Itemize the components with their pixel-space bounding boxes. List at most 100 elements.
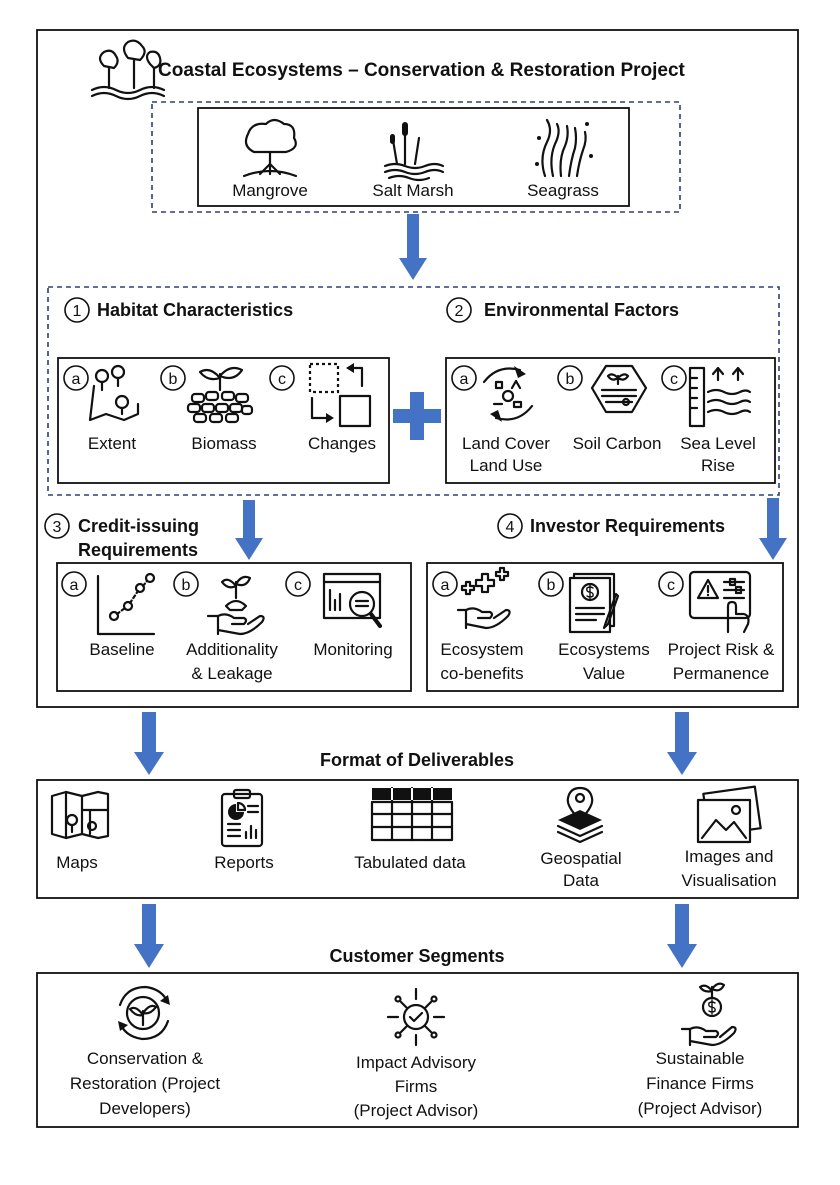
land-cover-icon: [482, 366, 534, 422]
environmental-letter-a: a: [460, 371, 469, 388]
credit-title-line2: Requirements: [78, 540, 198, 560]
mangrove-icon: [242, 118, 298, 178]
customer-label-finance-line1: Sustainable: [656, 1049, 745, 1068]
arrow-habitat-to-credit: [235, 500, 263, 560]
credit-label-additionality-line1: Additionality: [186, 640, 278, 659]
biomass-icon: [186, 366, 254, 424]
environmental-title: Environmental Factors: [484, 300, 679, 320]
customer-label-impact-line1: Impact Advisory: [356, 1053, 476, 1072]
map-icon: [50, 790, 110, 840]
ecosystem-label-seagrass: Seagrass: [527, 181, 599, 200]
deliverable-label-reports: Reports: [214, 853, 274, 872]
map-pin-icon: [88, 364, 140, 422]
environmental-label-land-cover-line2: Land Use: [470, 456, 543, 475]
section-number-2-text: 2: [455, 303, 464, 320]
environmental-letter-b: b: [566, 371, 575, 388]
sea-level-icon: [688, 366, 752, 428]
report-icon: [220, 788, 264, 848]
deliverable-label-images-line2: Visualisation: [681, 871, 776, 890]
ecosystems-dashed-frame: [151, 101, 681, 213]
arrow-to-deliverables-left: [134, 712, 164, 775]
habitat-box: [57, 357, 390, 484]
arrow-ecosystems-to-factors: [399, 214, 427, 280]
arrow-to-customers-left: [134, 904, 164, 968]
deliverable-label-images-line1: Images and: [685, 847, 774, 866]
customers-box: [36, 972, 799, 1128]
risk-tablet-icon: [688, 570, 752, 634]
impact-icon: [386, 987, 446, 1047]
habitat-label-biomass: Biomass: [191, 434, 256, 453]
investor-label-risk-line1: Project Risk &: [668, 640, 775, 659]
value-document-icon: [568, 572, 620, 634]
habitat-letter-c: c: [278, 371, 286, 388]
plus-icon: [393, 392, 441, 440]
section-number-3-text: 3: [53, 519, 62, 536]
table-icon: [370, 786, 454, 842]
credit-letter-b: b: [182, 577, 191, 594]
investor-letter-b: b: [547, 577, 556, 594]
environmental-letter-c: c: [670, 371, 678, 388]
section-number-1-text: 1: [73, 303, 82, 320]
deliverables-box: [36, 779, 799, 899]
customer-label-impact-line2: Firms: [395, 1077, 437, 1096]
project-title: Coastal Ecosystems – Conservation & Rest…: [158, 60, 686, 81]
environmental-label-sea-level-line1: Sea Level: [680, 434, 756, 453]
arrow-to-deliverables-right: [667, 712, 697, 775]
changes-icon: [308, 362, 372, 428]
finance-hand-icon: [680, 982, 737, 1047]
habitat-label-changes: Changes: [308, 434, 376, 453]
section-number-1: [64, 297, 90, 323]
investor-label-co-benefits-line1: Ecosystem: [440, 640, 523, 659]
ecosystem-label-mangrove: Mangrove: [232, 181, 308, 200]
environmental-label-sea-level-line2: Rise: [701, 456, 735, 475]
habitat-letter-a: a: [72, 371, 81, 388]
ecosystems-box: [197, 107, 630, 207]
investor-label-value-line2: Value: [583, 664, 625, 683]
salt-marsh-icon: [383, 122, 445, 182]
images-icon: [696, 785, 762, 844]
plant-cycle-icon: [118, 985, 170, 1041]
investor-label-value-line1: Ecosystems: [558, 640, 650, 659]
ecosystem-label-salt-marsh: Salt Marsh: [372, 181, 453, 200]
customer-label-impact-line3: (Project Advisor): [354, 1101, 479, 1120]
investor-letter-a: a: [441, 577, 450, 594]
habitat-title: Habitat Characteristics: [97, 300, 293, 320]
soil-carbon-icon: [590, 364, 648, 414]
habitat-letter-b: b: [169, 371, 178, 388]
section-number-3: [44, 513, 70, 539]
project-frame: [36, 29, 799, 708]
section-number-4-text: 4: [506, 519, 515, 536]
investor-box: [426, 562, 784, 692]
investor-title: Investor Requirements: [530, 516, 725, 536]
credit-letter-c: c: [294, 577, 302, 594]
baseline-chart-icon: [96, 572, 156, 636]
credit-title-line1: Credit-issuing: [78, 516, 199, 536]
environmental-label-land-cover-line1: Land Cover: [462, 434, 550, 453]
credit-label-monitoring: Monitoring: [313, 640, 392, 659]
credit-letter-a: a: [70, 577, 79, 594]
deliverable-label-geospatial-line2: Data: [563, 871, 599, 890]
customer-label-finance-line3: (Project Advisor): [638, 1099, 763, 1118]
deliverable-label-geospatial-line1: Geospatial: [540, 849, 621, 868]
credit-label-baseline: Baseline: [89, 640, 154, 659]
habitat-label-extent: Extent: [88, 434, 136, 453]
environmental-box: [445, 357, 776, 484]
deliverables-title: Format of Deliverables: [320, 750, 514, 770]
customer-label-finance-line2: Finance Firms: [646, 1074, 754, 1093]
investor-label-co-benefits-line2: co-benefits: [440, 664, 523, 683]
hand-plant-icon: [206, 575, 265, 636]
arrow-environmental-to-investor: [759, 498, 787, 560]
factors-dashed-frame: [47, 286, 780, 496]
credit-box: [56, 562, 412, 692]
section-number-2: [446, 297, 472, 323]
customer-label-conservation-line1: Conservation &: [87, 1049, 204, 1068]
monitoring-icon: [322, 572, 382, 628]
customers-title: Customer Segments: [329, 946, 504, 966]
arrow-to-customers-right: [667, 904, 697, 968]
customer-label-conservation-line3: Developers): [99, 1099, 191, 1118]
coastal-trees-logo-icon: [90, 39, 166, 101]
deliverable-label-tabulated: Tabulated data: [354, 853, 466, 872]
environmental-label-soil-carbon: Soil Carbon: [573, 434, 662, 453]
customer-label-conservation-line2: Restoration (Project: [70, 1074, 221, 1093]
